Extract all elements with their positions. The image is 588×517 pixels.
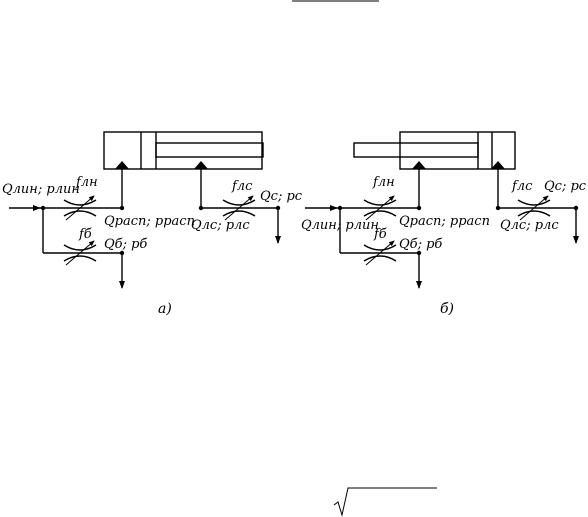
cylinder-body-b: [399, 131, 516, 170]
caption-b: б): [440, 301, 454, 317]
inlet-label: Qлин; pлин: [301, 218, 379, 233]
bypass-throttle-label: fб: [78, 227, 92, 242]
square-root-icon: [333, 487, 437, 517]
throttle-icon: [363, 195, 397, 221]
port-piston-b: [491, 161, 505, 169]
throttle-icon: [363, 240, 397, 266]
port-piston-a: [115, 161, 129, 169]
cylinder-body-a: [103, 131, 263, 170]
throttle-icon: [63, 240, 97, 266]
bypass-flow-label: Qб; pб: [104, 237, 147, 252]
throttle-icon: [517, 195, 551, 221]
piston-cavity-label: Qрасп; pрасп: [104, 214, 195, 229]
port-rod-a: [194, 161, 208, 169]
drain-label: Qс; pс: [260, 189, 303, 204]
port-rod-b: [412, 161, 426, 169]
throttle-rod-label: fлс: [511, 179, 533, 194]
bypass-throttle-label: fб: [373, 227, 387, 242]
scheme-a: Qлин; pлин fлн Qрасп; pрасп fлс Qс; pс Q…: [2, 131, 303, 317]
rod-cavity-label: Qлс; pлс: [191, 218, 250, 233]
scheme-b: Qлин; pлин fлн Qрасп; pрасп fлс Qс; pс Q…: [301, 131, 587, 317]
piston-cavity-label: Qрасп; pрасп: [399, 214, 490, 229]
throttle-line-label: fлн: [372, 175, 395, 190]
throttle-line-label: fлн: [75, 175, 98, 190]
throttle-rod-label: fлс: [231, 179, 253, 194]
drain-label: Qс; pс: [544, 179, 587, 194]
caption-a: а): [158, 301, 172, 317]
rod-cavity-label: Qлс; pлс: [500, 218, 559, 233]
throttle-icon: [63, 195, 97, 221]
throttle-icon: [222, 195, 256, 221]
bypass-flow-label: Qб; pб: [399, 237, 442, 252]
piston-rod-b: [353, 142, 479, 158]
inlet-label: Qлин; pлин: [2, 182, 80, 197]
piston-rod-a: [155, 142, 264, 158]
